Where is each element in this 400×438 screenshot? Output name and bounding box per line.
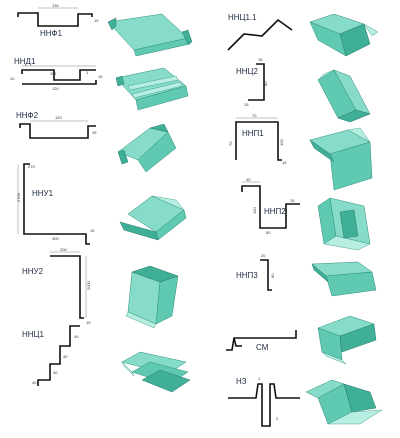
nz-dim-2: 2 [276,416,279,421]
nnc1-dim-4: 40 [32,380,37,385]
profile-nnc11-drawing: ННЦ1.1 [227,13,293,51]
nnp3-dim-height: 60 [270,273,275,278]
profile-nnp1-drawing: 70 70 100 15 ННП1 [228,113,287,165]
profile-nnf2-render [117,123,177,173]
nnu1-dim-lip: 15 [90,228,95,233]
nnf1-dim-depth: 15 [94,18,99,23]
profile-nnc2-drawing: ННЦ2 15 60 15 [236,57,268,107]
nnc1-dim-1: 40 [74,334,79,339]
profile-label-nnc1: ННЦ1 [22,330,44,339]
nnf2-dim-width: 120 [55,115,62,120]
nnc1-dim-3: 40 [53,370,58,375]
profile-label-nnc11: ННЦ1.1 [228,13,257,22]
nnp1-dim-top: 70 [252,113,257,118]
nz-dim-1: 1 [258,376,261,381]
profile-nnc1-drawing: ННЦ1 40 40 40 40 [22,325,80,386]
nnu2-dim-height: 2000 [86,280,91,290]
nnc2-dim-height: 60 [263,81,268,86]
profile-label-nnp2: ННП2 [264,207,286,216]
nnu2-dim-top: 200 [60,247,67,252]
profile-nz-render [305,379,383,425]
profile-label-nnp1: ННП1 [242,129,264,138]
profile-sm-render [317,315,377,365]
nnu1-dim-base: 300 [52,236,59,241]
profile-nnp3-render [311,261,377,297]
nnp1-dim-lip: 15 [282,160,287,165]
nnu2-dim-lip: 15 [86,320,91,325]
profile-label-nnf1: ННФ1 [40,29,63,38]
profile-nnu2-drawing: 200 2000 15 ННУ2 [22,247,91,325]
profile-nnd1-drawing: ННД1 119 1 15 120 10 [10,57,103,91]
profile-nnf1-render [107,13,193,57]
nnf2-dim-depth: 15 [92,130,97,135]
nnp2-dim-top: 40 [246,177,251,182]
profile-sm-drawing: СМ [226,330,297,352]
profile-nnc11-render [309,13,379,57]
profile-nnu1-render [119,195,187,241]
nnf1-dim-width: 130 [52,3,59,8]
nnc1-dim-2: 40 [63,354,68,359]
nnp2-dim-height: 130 [252,207,257,214]
nnd1-dim-bottom: 120 [52,86,59,91]
nnp2-dim-base: 50 [266,230,271,235]
profile-nnf1-drawing: 130 15 ННФ1 [17,3,99,38]
nnp1-dim-left: 70 [228,141,233,146]
profile-label-nnu2: ННУ2 [22,267,44,276]
nnp2-dim-lip: 15 [290,198,295,203]
nnp1-dim-right: 100 [279,139,284,146]
profile-nnp2-render [317,197,371,251]
nnp3-dim-top: 20 [261,253,266,258]
profile-label-nnc2: ННЦ2 [236,67,258,76]
profile-label-nnu1: ННУ1 [32,189,54,198]
profile-nnp3-drawing: 20 60 ННП3 [236,253,275,291]
profile-label-nnd1: ННД1 [14,57,36,66]
profile-nnp1-render [309,127,373,191]
nnu1-dim-top: 270 [28,164,35,169]
profile-nnp2-drawing: 40 130 50 15 ННП2 [241,177,300,235]
profile-label-sm: СМ [256,343,269,352]
nnd1-dim-depth: 15 [98,74,103,79]
profile-nz-drawing: НЗ 1 2 [228,376,300,427]
nnd1-dim-top: 119 [50,71,57,76]
profile-nnd1-render [115,67,189,111]
nnd1-dim-gap: 1 [86,70,89,75]
profile-nnc2-render [317,69,371,123]
profile-label-nnf2: ННФ2 [16,111,39,120]
profile-label-nz: НЗ [236,377,247,386]
nnc2-dim-bottom: 15 [244,102,249,107]
nnc2-dim-top: 15 [258,57,263,62]
profile-nnf2-drawing: ННФ2 120 15 [16,111,97,139]
nnu1-dim-height: 2700 [16,192,21,202]
profile-nnu1-drawing: 270 2700 300 15 ННУ1 [16,163,95,245]
profile-nnu2-render [125,265,179,329]
profile-label-nnp3: ННП3 [236,271,258,280]
nnd1-dim-side: 10 [10,76,15,81]
profile-nnc1-render [121,351,191,393]
